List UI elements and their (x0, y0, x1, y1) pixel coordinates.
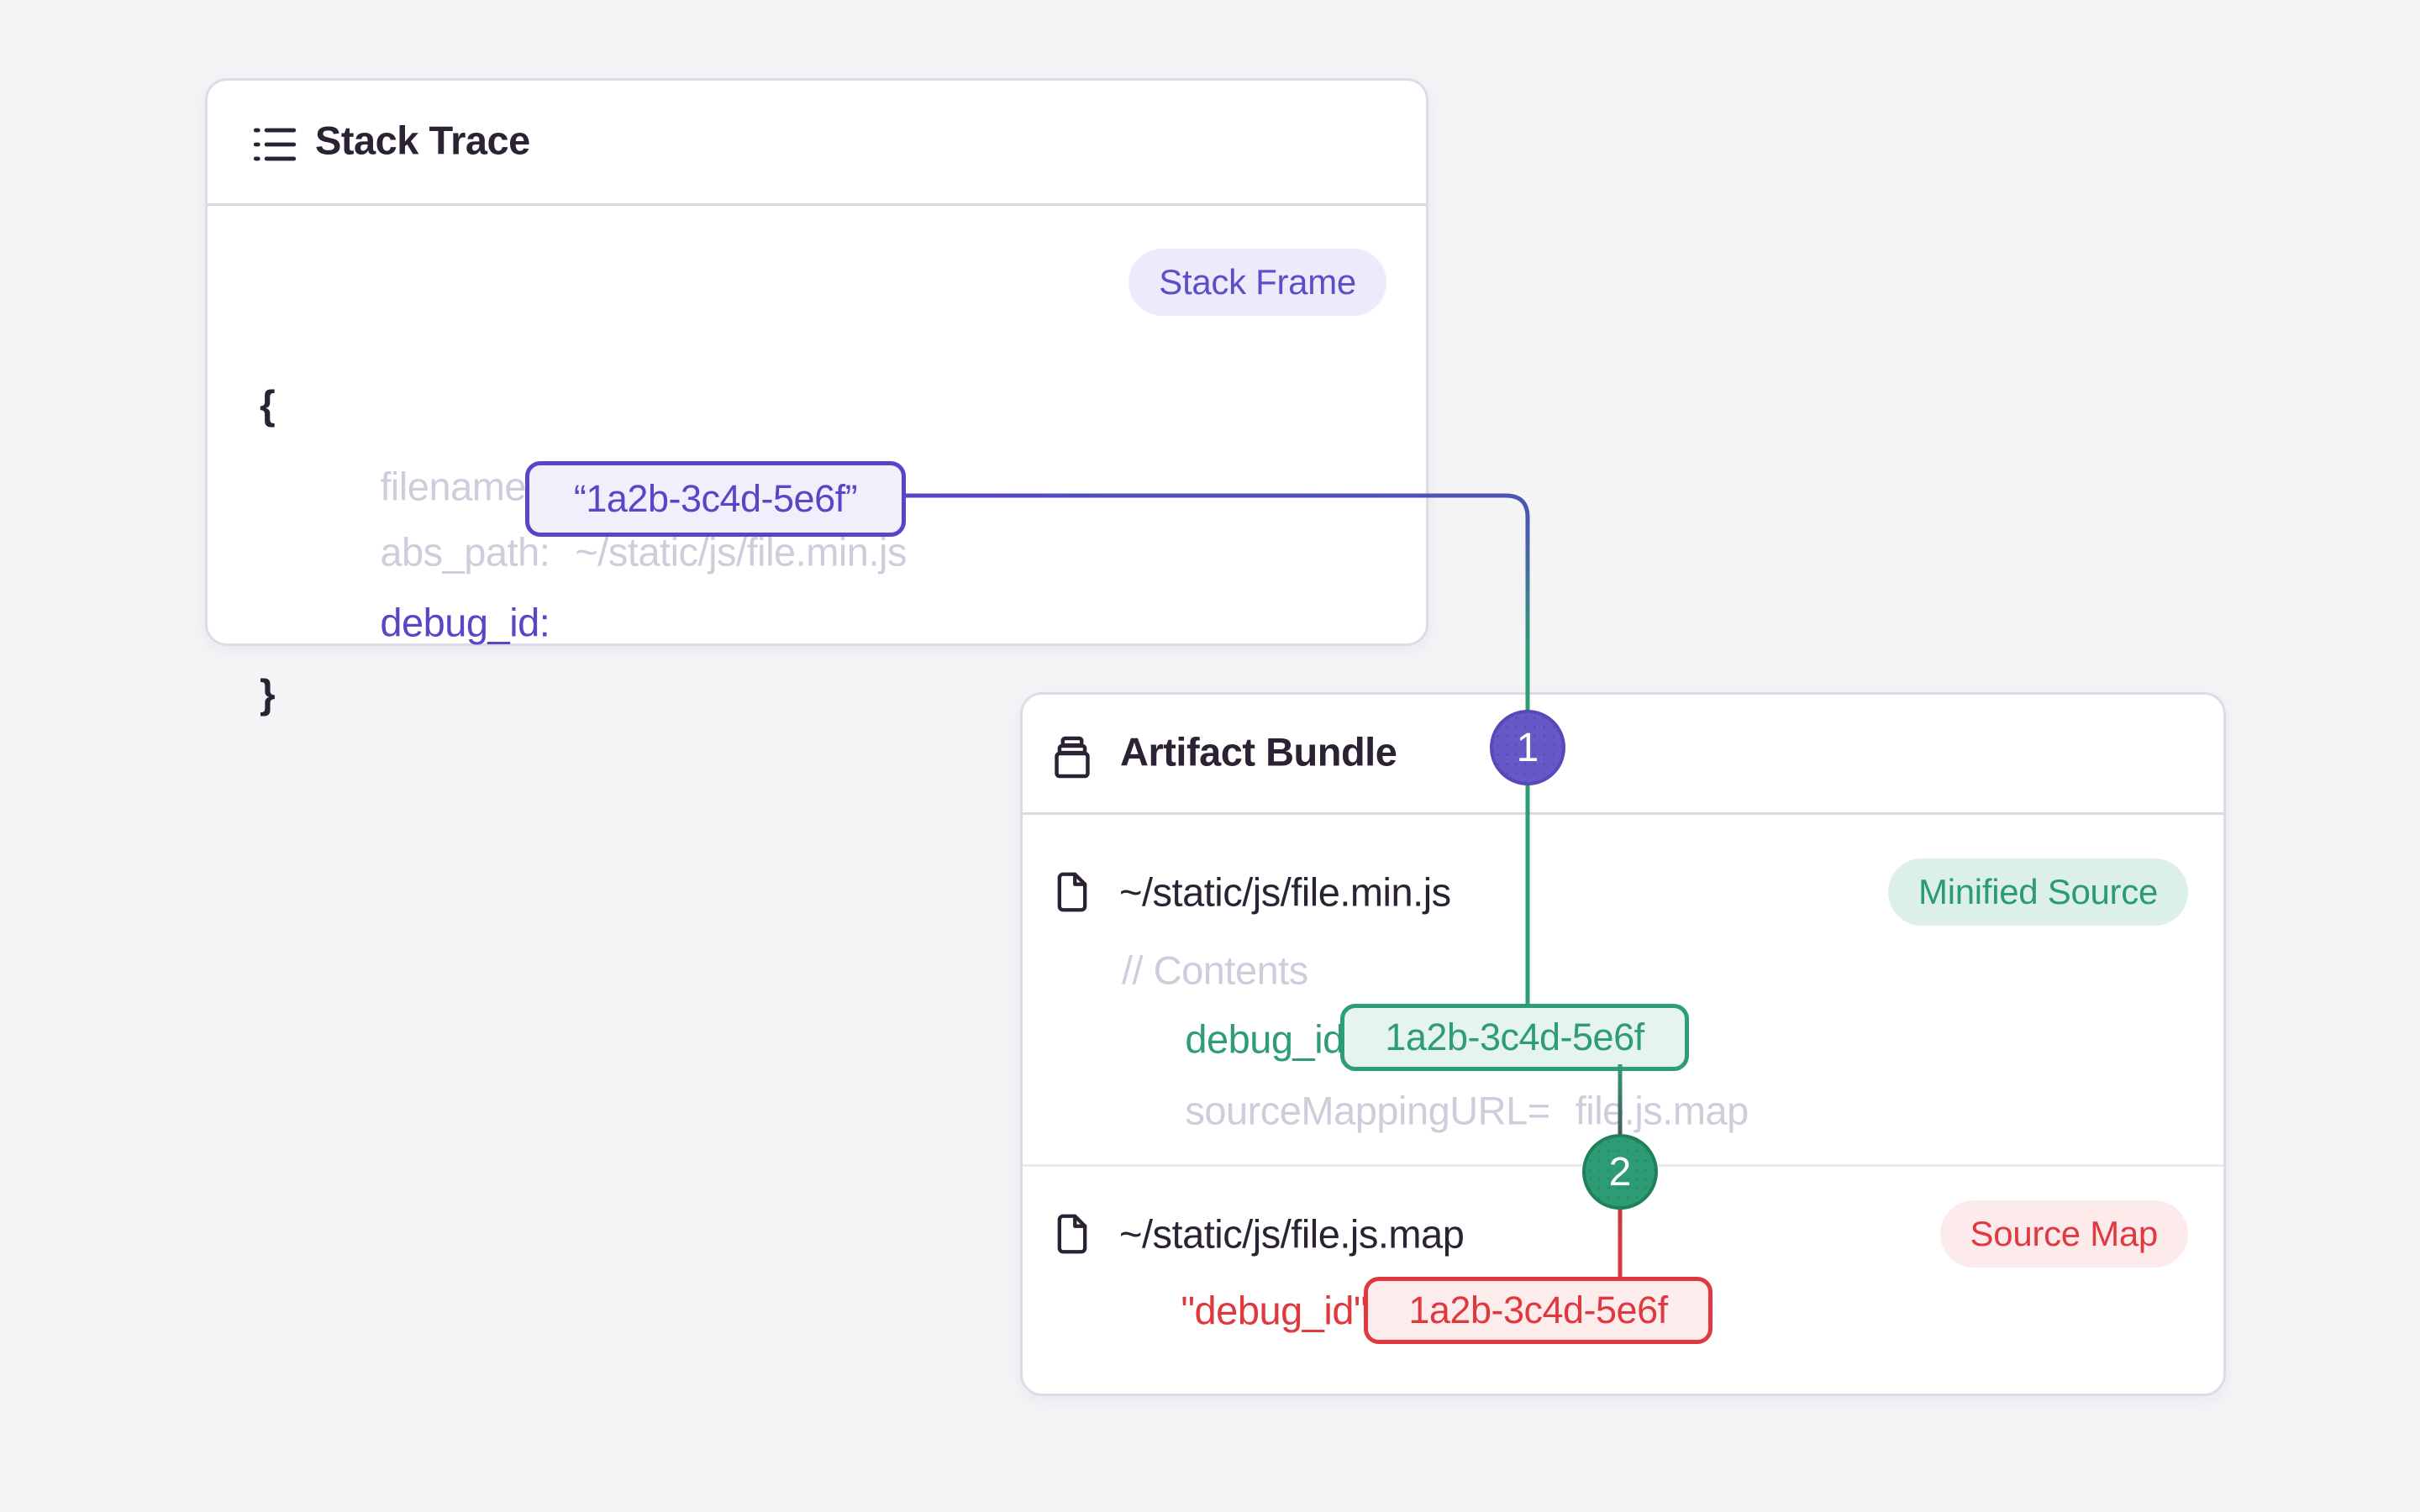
artifact-bundle-title: Artifact Bundle (1120, 729, 1397, 774)
artifact-bundle-header: Artifact Bundle (1023, 695, 2223, 815)
debug-id-box-sourcemap: 1a2b-3c4d-5e6f (1364, 1277, 1712, 1344)
abs-path-line: abs_path: ~/static/js/file.min.js (317, 483, 907, 622)
archive-stack-icon (1055, 736, 1090, 779)
filename-key: filename: (380, 464, 537, 509)
debug-id-key: debug_id: (380, 600, 550, 645)
step-1-number: 1 (1516, 725, 1539, 770)
bundle-debug-id-key: debug_id= (1185, 1016, 1367, 1062)
file-icon (1057, 1214, 1087, 1254)
sourcemap-debug-id-value: 1a2b-3c4d-5e6f (1408, 1289, 1668, 1331)
stack-trace-title: Stack Trace (315, 118, 530, 163)
list-icon (253, 128, 297, 161)
source-mapping-value: file.js.map (1575, 1088, 1749, 1133)
step-1-marker: 1 (1490, 710, 1565, 785)
minified-file-path: ~/static/js/file.min.js (1119, 869, 1451, 915)
minified-source-badge: Minified Source (1888, 858, 2188, 926)
source-mapping-line: sourceMappingURL= file.js.map (1122, 1042, 1749, 1180)
bundle-debug-id-line: debug_id= (1122, 970, 1367, 1109)
sourcemap-debug-id-line: "debug_id": (1118, 1242, 1378, 1380)
abs-path-key: abs_path: (380, 529, 550, 575)
bundle-debug-id-value: 1a2b-3c4d-5e6f (1385, 1016, 1644, 1058)
sourcemap-file-path: ~/static/js/file.js.map (1119, 1211, 1465, 1257)
json-close-brace: } (260, 672, 276, 717)
source-map-badge: Source Map (1939, 1200, 2188, 1268)
debug-id-line: debug_id: (317, 554, 550, 692)
stack-trace-card: Stack Trace Stack Frame { filename:stati… (205, 78, 1428, 717)
stack-trace-header: Stack Trace (208, 81, 1426, 206)
json-open-brace: { (260, 383, 276, 428)
step-2-marker: 2 (1582, 1134, 1658, 1210)
artifact-bundle-card: Artifact Bundle ~/static/js/file.min.js … (1020, 692, 2226, 1396)
file-icon (1057, 872, 1087, 912)
sourcemap-debug-id-key: "debug_id": (1181, 1288, 1378, 1333)
stack-frame-badge: Stack Frame (1128, 249, 1386, 316)
contents-comment: // Contents (1122, 948, 1308, 993)
step-2-number: 2 (1608, 1149, 1632, 1194)
debug-id-value: “1a2b-3c4d-5e6f” (573, 477, 858, 520)
source-mapping-key: sourceMappingURL= (1185, 1088, 1550, 1133)
abs-path-value: ~/static/js/file.min.js (575, 529, 907, 575)
debug-id-box-stack-frame: “1a2b-3c4d-5e6f” (525, 461, 906, 537)
debug-id-box-minified: 1a2b-3c4d-5e6f (1340, 1004, 1689, 1071)
